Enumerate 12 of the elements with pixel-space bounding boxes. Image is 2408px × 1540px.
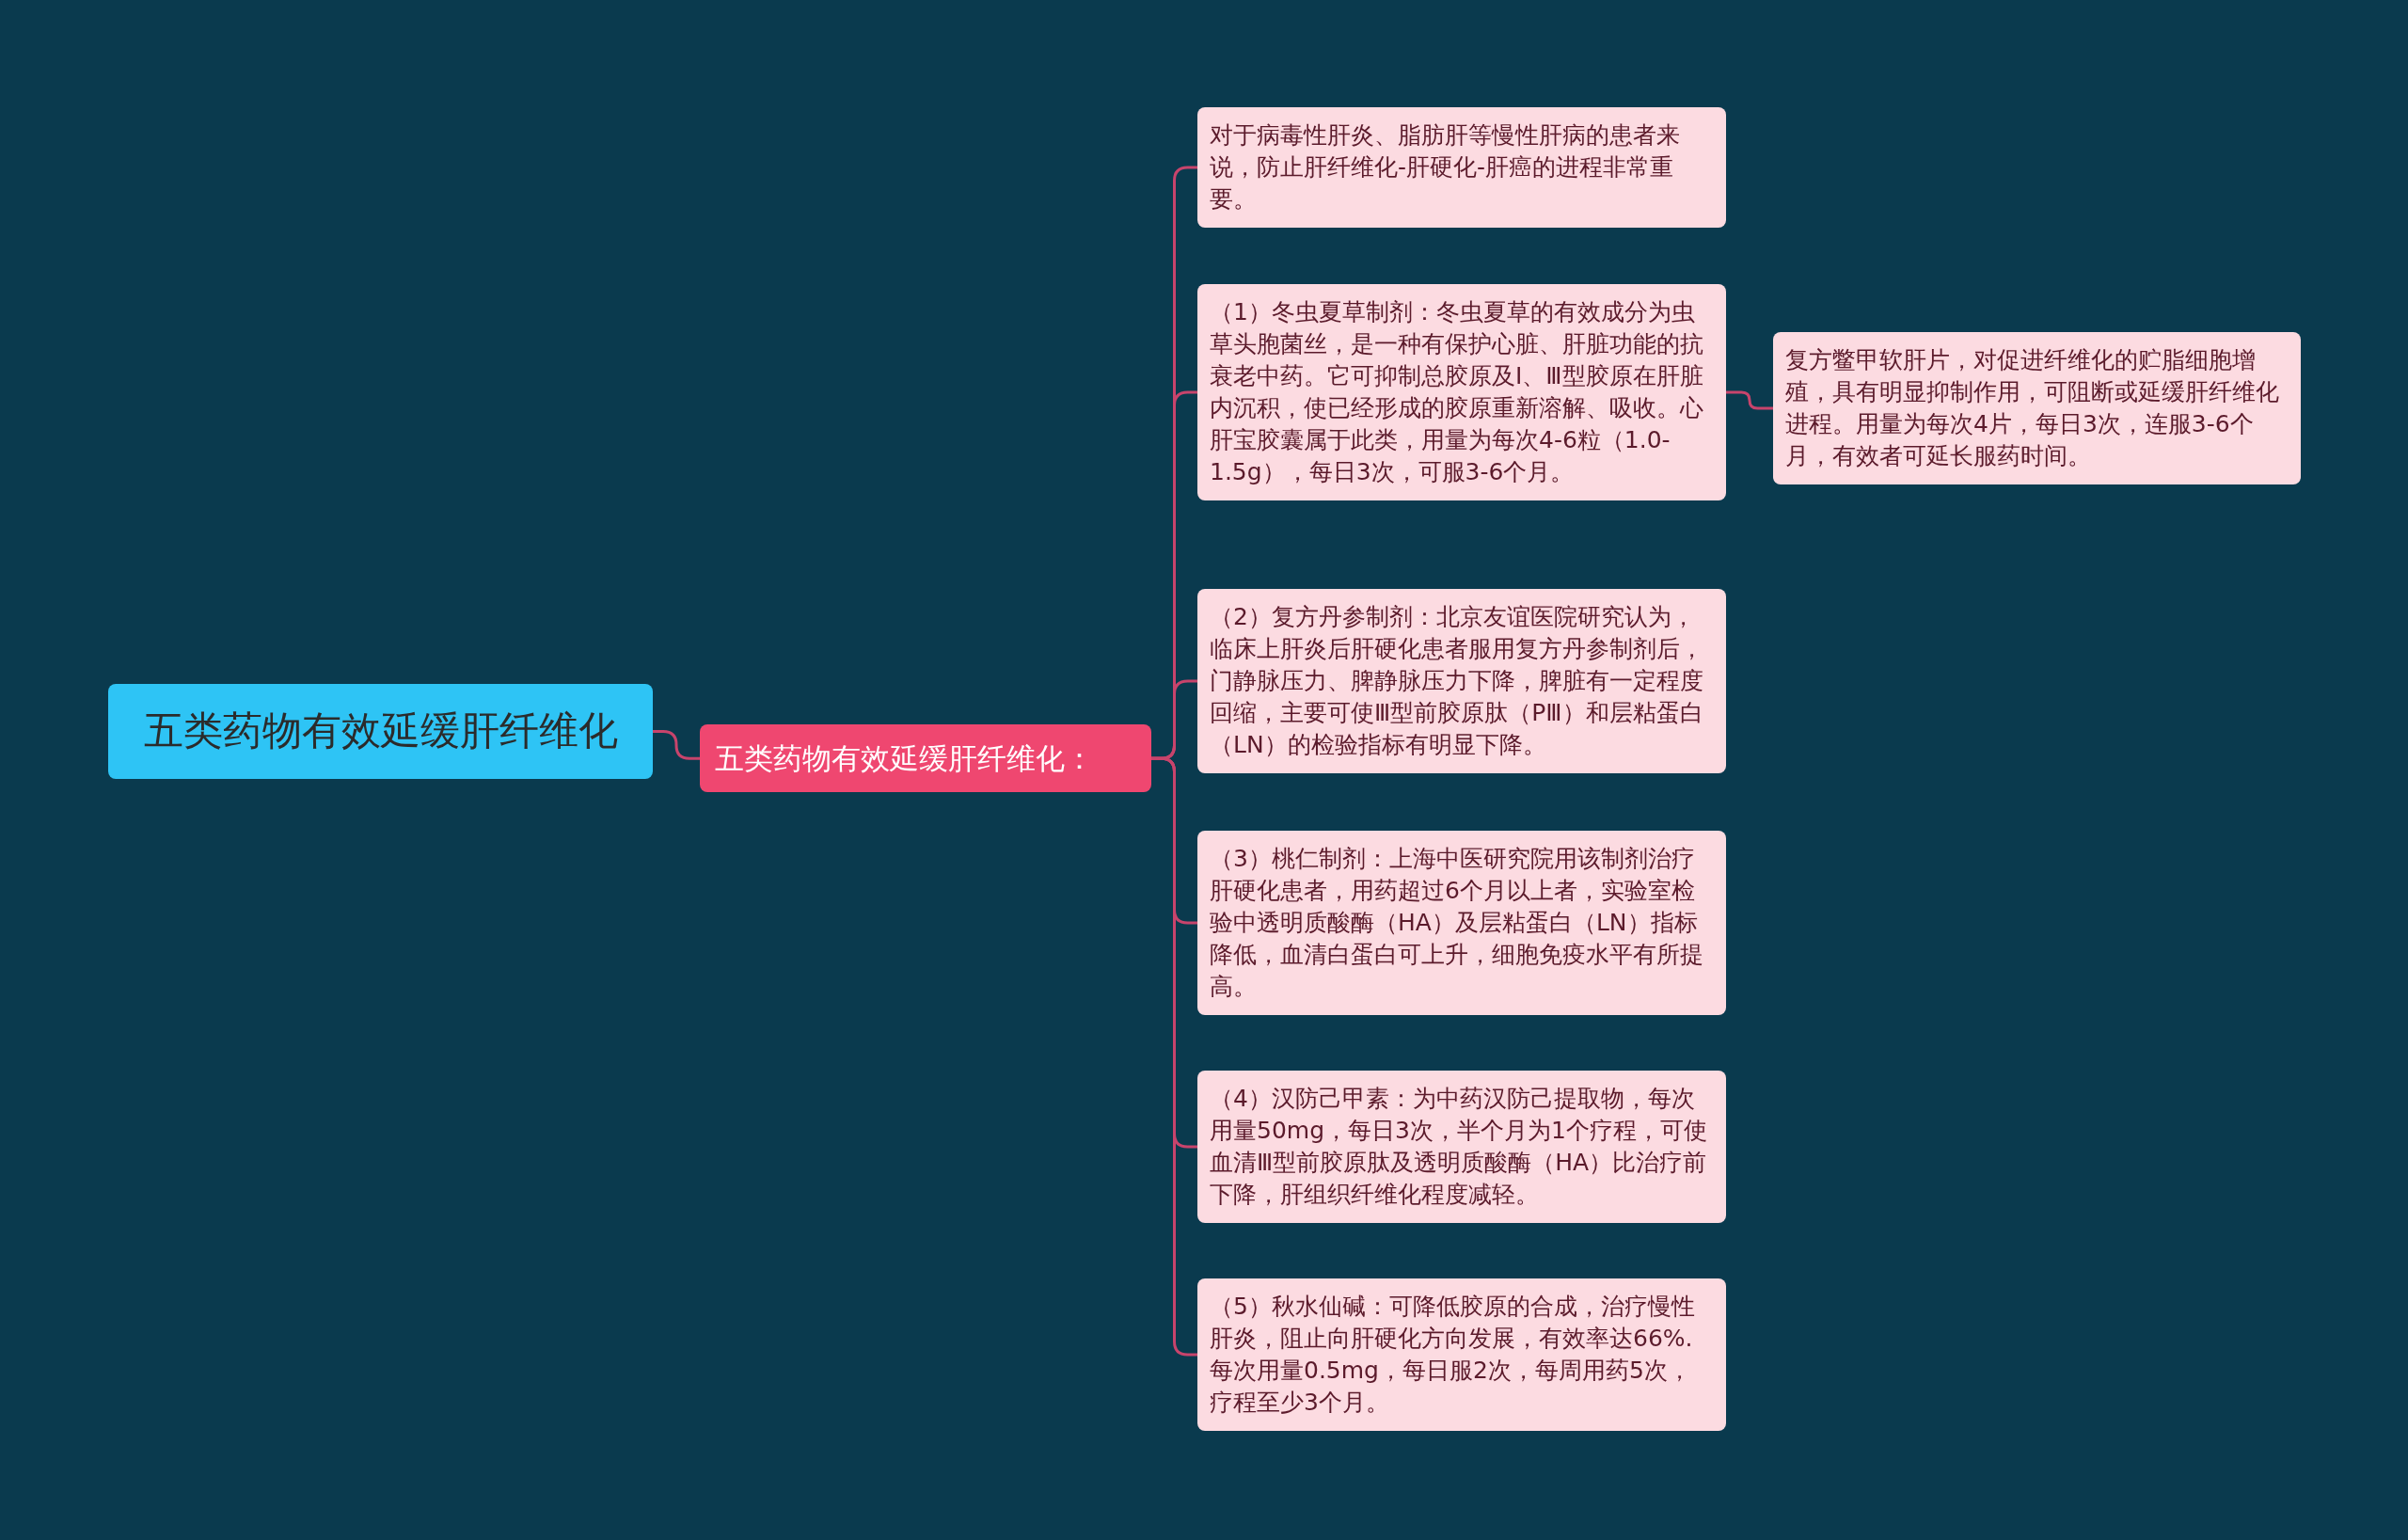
note-box: （2）复方丹参制剂：北京友谊医院研究认为，临床上肝炎后肝硬化患者服用复方丹参制剂后，门静脉压力、脾静脉压力下降，脾脏有一定程度回缩，主要可使Ⅲ型前胶原肽（PⅢ）和层粘蛋白（LN）的检验指标有明显下降。 [1197, 589, 1726, 773]
note-box: （5）秋水仙碱：可降低胶原的合成，治疗慢性肝炎，阻止向肝硬化方向发展，有效率达66%.每次用量0.5mg，每日服2次，每周用药5次，疗程至少3个月。 [1197, 1278, 1726, 1431]
central-topic-box: 五类药物有效延缓肝纤维化 [108, 684, 653, 779]
note-box: 复方鳖甲软肝片，对促进纤维化的贮脂细胞增殖，具有明显抑制作用，可阻断或延缓肝纤维化进程。用量为每次4片，每日3次，连服3-6个月，有效者可延长服药时间。 [1773, 332, 2301, 484]
connector-line [653, 729, 700, 760]
note-box: （1）冬虫夏草制剂：冬虫夏草的有效成分为虫草头胞菌丝，是一种有保护心脏、肝脏功能的抗衰老中药。它可抑制总胶原及Ⅰ、Ⅲ型胶原在肝脏内沉积，使已经形成的胶原重新溶解、吸收。心肝宝胶囊属于此类，用量为每次4-6粒（1.0-1.5g），每日3次，可服3-6个月。 [1197, 284, 1726, 500]
note-box: （3）桃仁制剂：上海中医研究院用该制剂治疗肝硬化患者，用药超过6个月以上者，实验室检验中透明质酸酶（HA）及层粘蛋白（LN）指标降低，血清白蛋白可上升，细胞免疫水平有所提高。 [1197, 831, 1726, 1015]
branch-topic-box: 五类药物有效延缓肝纤维化： [700, 724, 1151, 793]
note-box: 对于病毒性肝炎、脂肪肝等慢性肝病的患者来说，防止肝纤维化-肝硬化-肝癌的进程非常重要。 [1197, 107, 1726, 228]
connector-line [1726, 390, 1773, 410]
connector-line [1151, 756, 1197, 1357]
note-box: （4）汉防己甲素：为中药汉防己提取物，每次用量50mg，每日3次，半个月为1个疗程，可使血清Ⅲ型前胶原肽及透明质酸酶（HA）比治疗前下降，肝组织纤维化程度减轻。 [1197, 1071, 1726, 1223]
